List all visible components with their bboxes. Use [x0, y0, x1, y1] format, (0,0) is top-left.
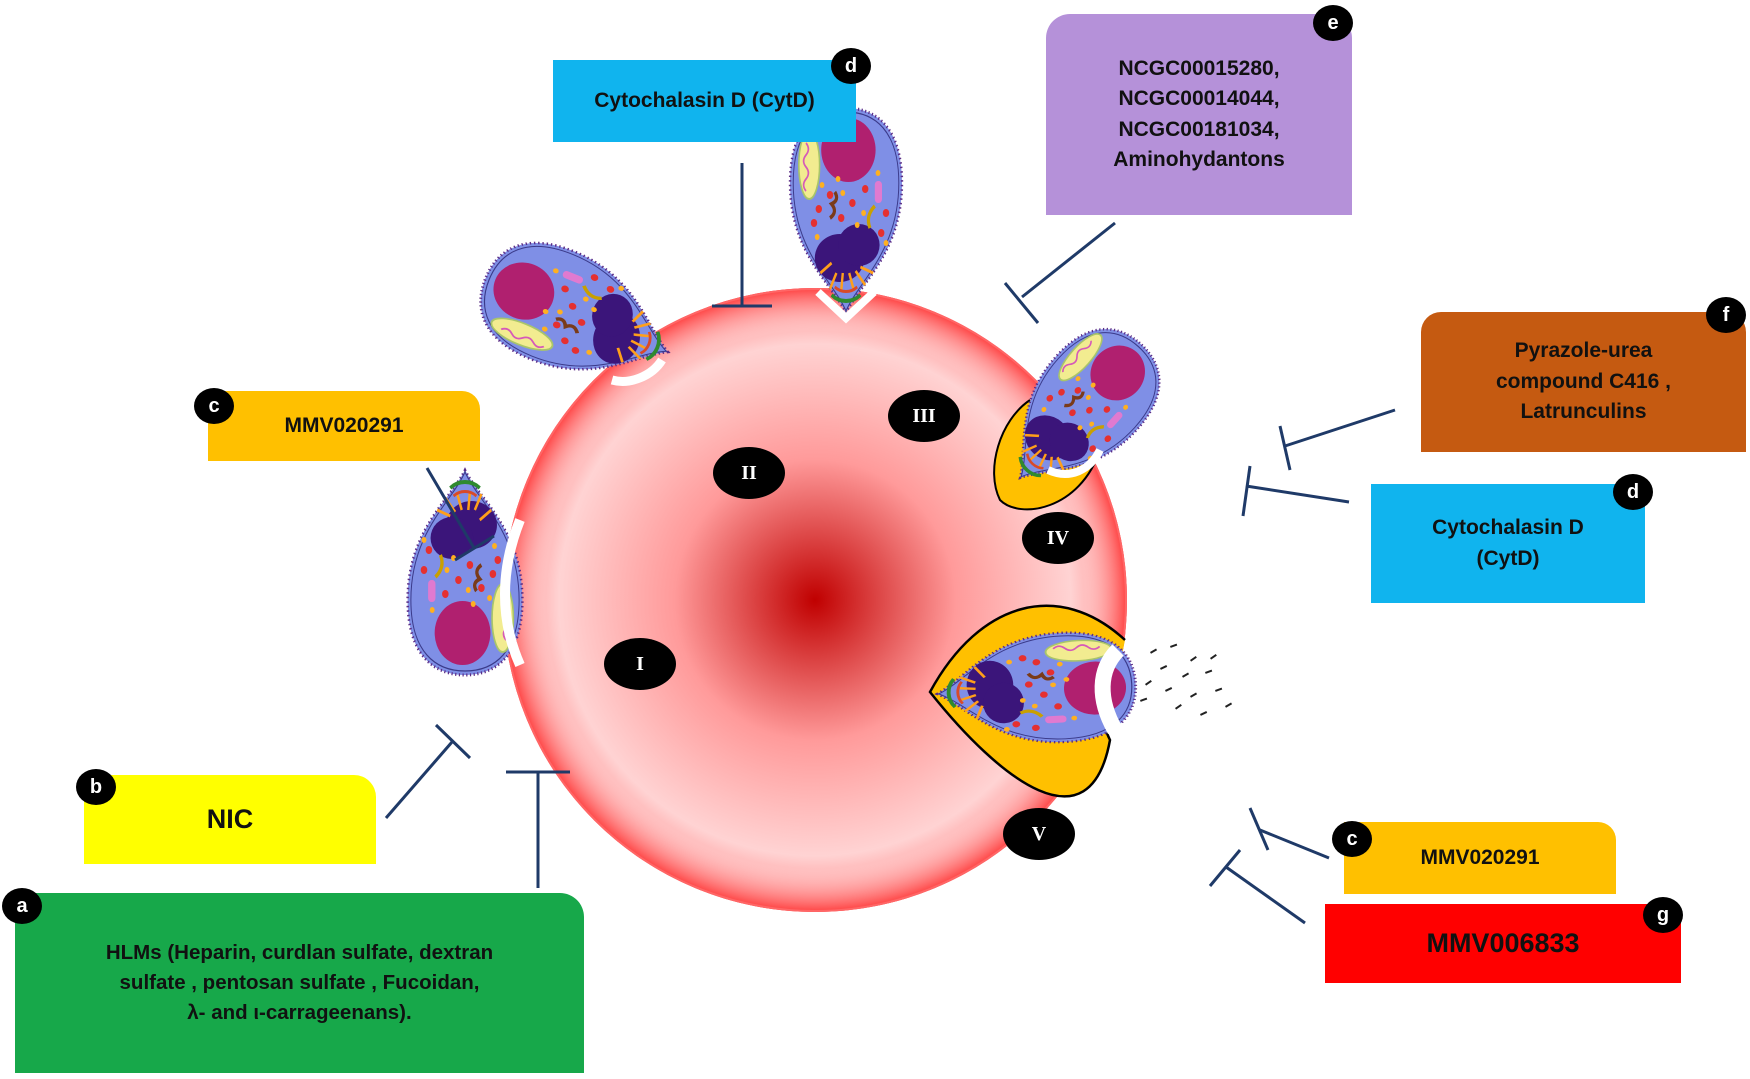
box-g-line-1: MMV006833 [1426, 927, 1580, 958]
box-e-line-3: NCGC00181034, [1118, 117, 1280, 141]
badge-a: a [2, 888, 42, 924]
badge-e: e [1313, 5, 1353, 41]
stage-label-3: III [888, 390, 960, 442]
inhibitor-box-d-right: Cytochalasin D (CytD) [1371, 484, 1645, 603]
inhibitor-line-icon [384, 163, 1396, 925]
box-e-line-1: NCGC00015280, [1118, 56, 1280, 80]
box-e-line-2: NCGC00014044, [1118, 87, 1280, 111]
box-f-line-2: compound C416 , [1495, 369, 1672, 393]
stage-label-5: V [1003, 808, 1075, 860]
debris-icon [1140, 643, 1233, 716]
stage-label-4: IV [1022, 512, 1094, 564]
box-d-top-line-1: Cytochalasin D (CytD) [594, 88, 815, 112]
box-a-line-3: λ- and ι-carrageenans). [187, 1000, 412, 1024]
badge-c-right: c [1332, 821, 1372, 857]
inhibitor-box-d-top: Cytochalasin D (CytD) [553, 60, 856, 142]
red-blood-cell-icon [503, 288, 1127, 912]
box-b-line-1: NIC [206, 803, 254, 834]
stage-label-2: II [713, 447, 785, 499]
inhibitor-box-a: HLMs (Heparin, curdlan sulfate, dextran … [15, 893, 584, 1073]
box-a-line-1: HLMs (Heparin, curdlan sulfate, dextran [105, 941, 494, 965]
badge-g: g [1643, 897, 1683, 933]
inhibitor-box-f: Pyrazole-urea compound C416 , Latrunculi… [1421, 312, 1746, 452]
inhibitor-box-c-right: MMV020291 [1344, 822, 1616, 894]
inhibitor-box-g: MMV006833 [1325, 904, 1681, 983]
box-f-line-1: Pyrazole-urea [1514, 339, 1653, 363]
inhibitor-box-c-left: MMV020291 [208, 391, 480, 461]
box-c-left-line-1: MMV020291 [284, 413, 404, 437]
box-d-right-line-2: (CytD) [1476, 546, 1540, 570]
inhibitor-box-e: NCGC00015280, NCGC00014044, NCGC00181034… [1046, 14, 1352, 215]
box-d-right-line-1: Cytochalasin D [1432, 516, 1584, 540]
badge-d-top: d [831, 48, 871, 84]
box-e-line-4: Aminohydantons [1113, 147, 1285, 171]
box-c-right-line-1: MMV020291 [1420, 845, 1540, 869]
badge-b: b [76, 769, 116, 805]
stage-label-1: I [604, 638, 676, 690]
box-f-line-3: Latrunculins [1520, 400, 1647, 424]
box-a-line-2: sulfate , pentosan sulfate , Fucoidan, [119, 971, 480, 995]
inhibitor-box-b: NIC [84, 775, 376, 864]
badge-f: f [1706, 297, 1746, 333]
badge-d-right: d [1613, 474, 1653, 510]
badge-c-left: c [194, 388, 234, 424]
